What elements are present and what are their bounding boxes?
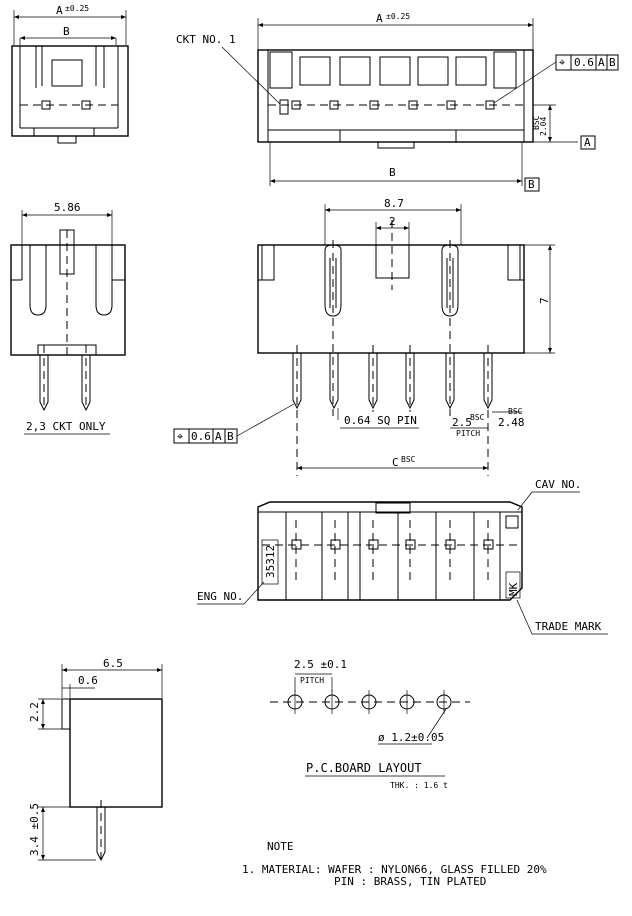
note-line-1: 1. MATERIAL: WAFER : NYLON66, GLASS FILL… bbox=[242, 863, 547, 876]
dim-34-label: 3.4 ±0.5 bbox=[28, 803, 41, 856]
pcb-hole-label: ø 1.2±0.05 bbox=[378, 731, 444, 744]
pcb-pitch-sub: PITCH bbox=[300, 676, 324, 685]
dim-65-label: 6.5 bbox=[103, 657, 123, 670]
datum-a-box: A bbox=[584, 136, 591, 149]
pitch-25-label: 2.5 bbox=[452, 416, 472, 429]
ckt-no-1-label: CKT NO. 1 bbox=[176, 33, 236, 46]
position-tolerance-icon-2: ⌖ bbox=[177, 430, 183, 443]
tol-value-1: 0.6 bbox=[574, 56, 594, 69]
ckt-only-label: 2,3 CKT ONLY bbox=[26, 420, 106, 433]
note-title: NOTE bbox=[267, 840, 294, 853]
note-block: NOTE 1. MATERIAL: WAFER : NYLON66, GLASS… bbox=[242, 840, 547, 888]
eng-code-text: 35312 bbox=[264, 545, 277, 578]
dim-a-label: A bbox=[56, 4, 63, 17]
dim-248-label: 2.48 bbox=[498, 416, 525, 429]
dim-204-label: 2.04 bbox=[539, 117, 548, 136]
tol-value-2: 0.6 bbox=[191, 430, 211, 443]
sq-pin-label: 0.64 SQ PIN bbox=[344, 414, 417, 427]
dim-87-label: 8.7 bbox=[384, 197, 404, 210]
dim-7-label: 7 bbox=[538, 297, 551, 304]
position-tolerance-icon: ⌖ bbox=[559, 56, 565, 69]
trade-mark-label: TRADE MARK bbox=[535, 620, 602, 633]
pcb-pitch-label: 2.5 ±0.1 bbox=[294, 658, 347, 671]
pcb-layout: 2.5 ±0.1 PITCH ø 1.2±0.05 P.C.BOARD LAYO… bbox=[270, 658, 470, 790]
top-plan-view: A ±0.25 CKT NO. 1 ⌖ bbox=[176, 12, 619, 192]
pitch-label: PITCH bbox=[456, 429, 480, 438]
dim-248-bsc: BSC bbox=[508, 407, 523, 416]
dim-586-label: 5.86 bbox=[54, 201, 81, 214]
mark-code-text: MK bbox=[507, 582, 520, 596]
tol-ref-b-1: B bbox=[609, 56, 616, 69]
dim-b-label: B bbox=[63, 25, 70, 38]
front-elevation-view: 8.7 2 7 bbox=[173, 197, 555, 476]
bottom-view: CAV NO. 35312 ENG NO. MK T bbox=[197, 478, 608, 635]
tol-ref-a-1: A bbox=[598, 56, 605, 69]
dim-22-label: 2.2 bbox=[28, 702, 41, 722]
position-tolerance-frame-1: ⌖ 0.6 A B bbox=[493, 54, 619, 104]
dim-204-bsc: BSC bbox=[532, 115, 541, 130]
side-profile-view: 6.5 0.6 2.2 3.4 ±0.5 bbox=[28, 657, 163, 862]
cav-no-label: CAV NO. bbox=[535, 478, 581, 491]
pitch-25-bsc: BSC bbox=[470, 413, 485, 422]
small-side-view: 5.86 2,3 CKT ONLY bbox=[10, 201, 126, 435]
dim-a-tol-2: ±0.25 bbox=[386, 12, 410, 21]
dim-06-label: 0.6 bbox=[78, 674, 98, 687]
pcb-thk: THK. : 1.6 t bbox=[390, 781, 448, 790]
tol-ref-a-2: A bbox=[215, 430, 222, 443]
dim-b-label-2: B bbox=[389, 166, 396, 179]
dim-a-label-2: A bbox=[376, 12, 383, 25]
dim-c-bsc: BSC bbox=[401, 455, 416, 464]
small-front-view: A ±0.25 B bbox=[11, 4, 129, 144]
dim-a-tol: ±0.25 bbox=[65, 4, 89, 13]
note-line-2: PIN : BRASS, TIN PLATED bbox=[334, 875, 486, 888]
tol-ref-b-2: B bbox=[227, 430, 234, 443]
eng-no-label: ENG NO. bbox=[197, 590, 243, 603]
dim-c-label: C bbox=[392, 456, 399, 469]
position-tolerance-frame-2: ⌖ 0.6 A B bbox=[173, 403, 295, 444]
datum-b-box: B bbox=[528, 178, 535, 191]
pcb-title: P.C.BOARD LAYOUT bbox=[306, 761, 422, 775]
